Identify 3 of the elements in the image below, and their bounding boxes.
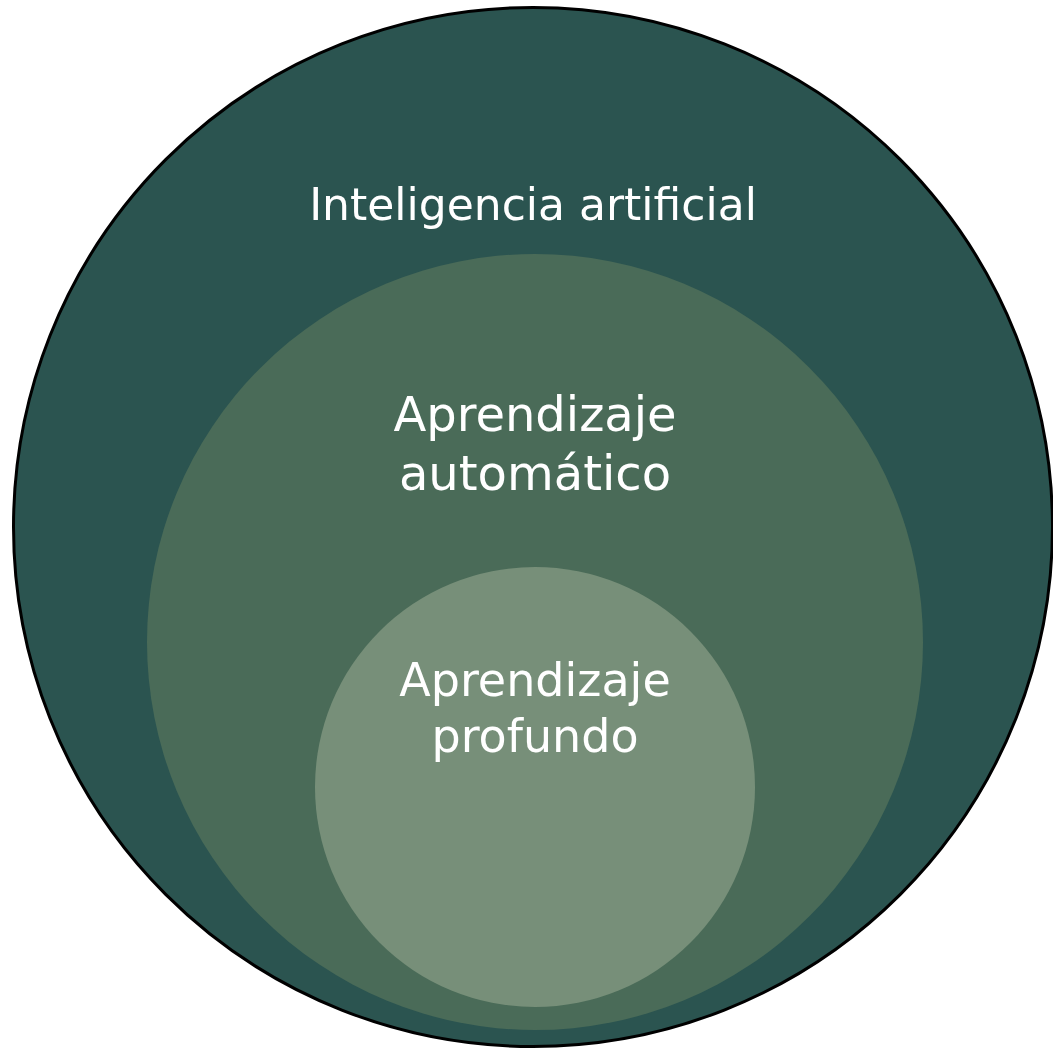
- region-label: Aprendizaje profundo: [398, 652, 672, 765]
- region-label: Aprendizaje automático: [392, 385, 678, 503]
- region-label: Inteligencia artificial: [308, 178, 758, 232]
